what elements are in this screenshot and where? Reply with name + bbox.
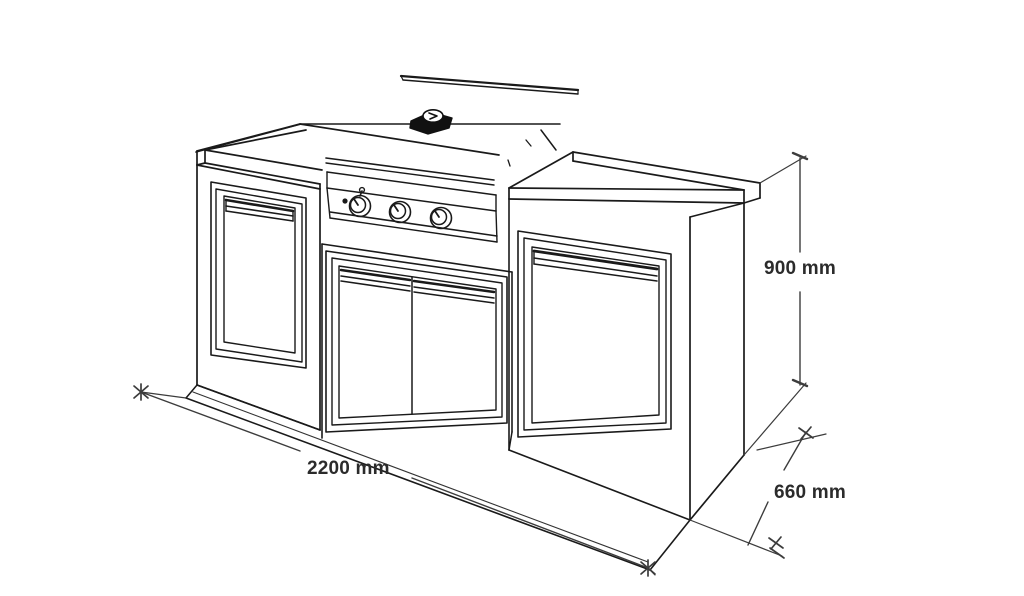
right-cabinet-door[interactable] — [517, 230, 672, 438]
dimension-label-depth: 660 mm — [774, 482, 846, 503]
right-door-handle[interactable] — [532, 249, 659, 282]
left-cabinet-door[interactable] — [210, 181, 307, 369]
knob-1[interactable] — [348, 186, 372, 218]
base-kick-plate — [185, 384, 691, 571]
dimension-annotations — [133, 151, 827, 577]
right-countertop-slab — [508, 151, 761, 204]
dimension-depth-660 — [689, 426, 827, 559]
built-in-grill — [325, 74, 580, 243]
dimension-guides — [655, 520, 690, 575]
center-door-handle-right[interactable] — [412, 279, 496, 304]
dim-tick-height-bottom — [791, 378, 809, 388]
center-cabinet-body — [321, 243, 513, 439]
grill-hood-handle[interactable] — [409, 109, 453, 135]
dim-tick-height-top — [791, 151, 809, 161]
dimension-width-2200 — [133, 383, 656, 577]
right-cabinet-body — [508, 198, 745, 521]
dimension-height-900 — [743, 151, 809, 456]
grill-hood — [325, 74, 580, 186]
dimension-label-width: 2200 mm — [307, 458, 390, 479]
dim-tick-depth-bottom — [768, 536, 784, 550]
knob-3[interactable] — [429, 206, 453, 230]
left-door-handle[interactable] — [224, 198, 295, 222]
dim-tick-width-end — [640, 559, 656, 577]
center-double-doors[interactable] — [325, 250, 508, 433]
dim-tick-depth-apex — [769, 547, 785, 559]
dim-tick-width-start — [133, 383, 149, 401]
knob-2[interactable] — [388, 200, 412, 224]
center-door-handle-left[interactable] — [339, 268, 412, 292]
dim-tick-depth-top — [798, 426, 814, 440]
countertop-slab — [195, 123, 561, 190]
dimension-label-height: 900 mm — [764, 258, 836, 279]
